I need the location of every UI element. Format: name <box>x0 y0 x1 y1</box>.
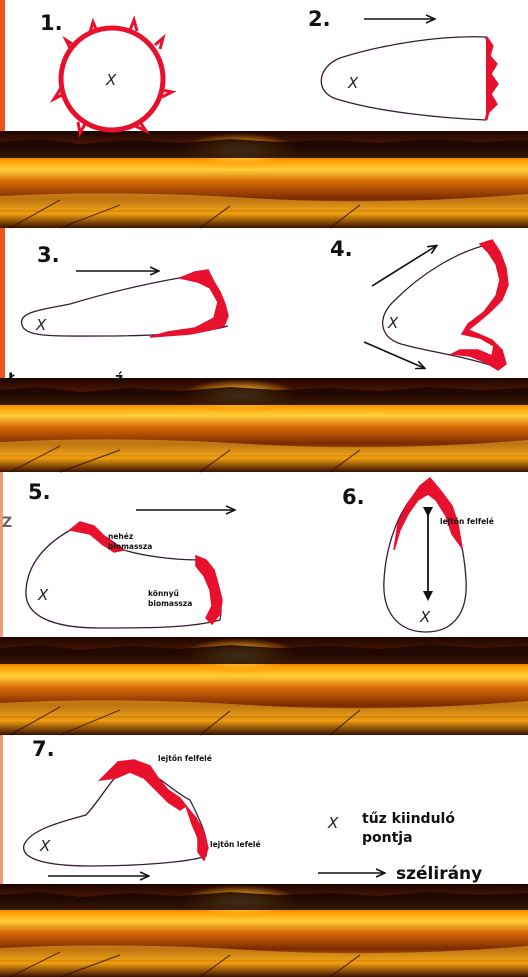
fire-front <box>150 270 228 337</box>
fire-front-top <box>100 760 186 810</box>
panel-5-label: 5. <box>28 480 51 504</box>
legend: X tűz kiinduló pontja szélirány <box>318 811 482 884</box>
panel-5: 5. nehéz biomassza könnyű biomassza X <box>26 480 234 628</box>
label-light-1: könnyű <box>148 589 179 598</box>
side-fragment: Z <box>2 515 12 531</box>
label-heavy-2: biomassza <box>108 542 152 551</box>
panel-1-label: 1. <box>40 11 63 35</box>
fire-front-light <box>196 556 222 624</box>
label-uphill: lejtőn felfelé <box>440 517 494 526</box>
ignition-mark: X <box>105 71 117 89</box>
panel-1: 1. X <box>40 11 172 133</box>
panel-7: 7. lejtőn felfelé lejtőn lefelé X <box>24 737 261 876</box>
label-uphill: lejtőn felfelé <box>158 754 212 763</box>
legend-ignition-label-2: pontja <box>362 830 413 846</box>
panel-3-label: 3. <box>37 243 60 267</box>
ignition-mark: X <box>387 314 399 332</box>
wind-arrow-down <box>364 342 424 368</box>
side-fragment: ź <box>115 371 123 387</box>
legend-wind-label: szélirány <box>396 864 482 884</box>
ignition-mark: X <box>347 74 359 92</box>
panel-6-label: 6. <box>342 485 365 509</box>
fire-front <box>486 37 497 120</box>
fire-outline <box>383 244 500 368</box>
ignition-mark: X <box>39 837 51 855</box>
panel-7-label: 7. <box>32 737 55 761</box>
sunset-strip-2 <box>0 378 528 472</box>
panel-4: 4. X <box>330 237 508 370</box>
sunset-strip-1 <box>0 131 528 228</box>
sunset-strip-3 <box>0 637 528 735</box>
panel-6: 6. lejtőn felfelé X <box>342 478 494 632</box>
legend-ignition-label-1: tűz kiinduló <box>362 811 455 827</box>
label-downhill: lejtőn lefelé <box>210 840 261 849</box>
panel-3: 3. X <box>22 243 228 337</box>
ignition-mark: X <box>37 586 49 604</box>
label-heavy-1: nehéz <box>108 532 133 541</box>
fire-front <box>452 240 508 370</box>
ignition-mark: X <box>35 316 47 334</box>
label-light-2: biomassza <box>148 599 192 608</box>
sunset-strip-4 <box>0 884 528 977</box>
wind-arrow-up <box>372 246 436 286</box>
ignition-mark: X <box>419 608 431 626</box>
panel-2-label: 2. <box>308 7 331 31</box>
legend-ignition-mark: X <box>327 814 339 832</box>
side-fragment: Ł <box>7 371 17 387</box>
panel-2: 2. X <box>308 7 497 120</box>
fire-outline <box>24 764 207 866</box>
panel-4-label: 4. <box>330 237 353 261</box>
fire-outline <box>321 37 486 120</box>
